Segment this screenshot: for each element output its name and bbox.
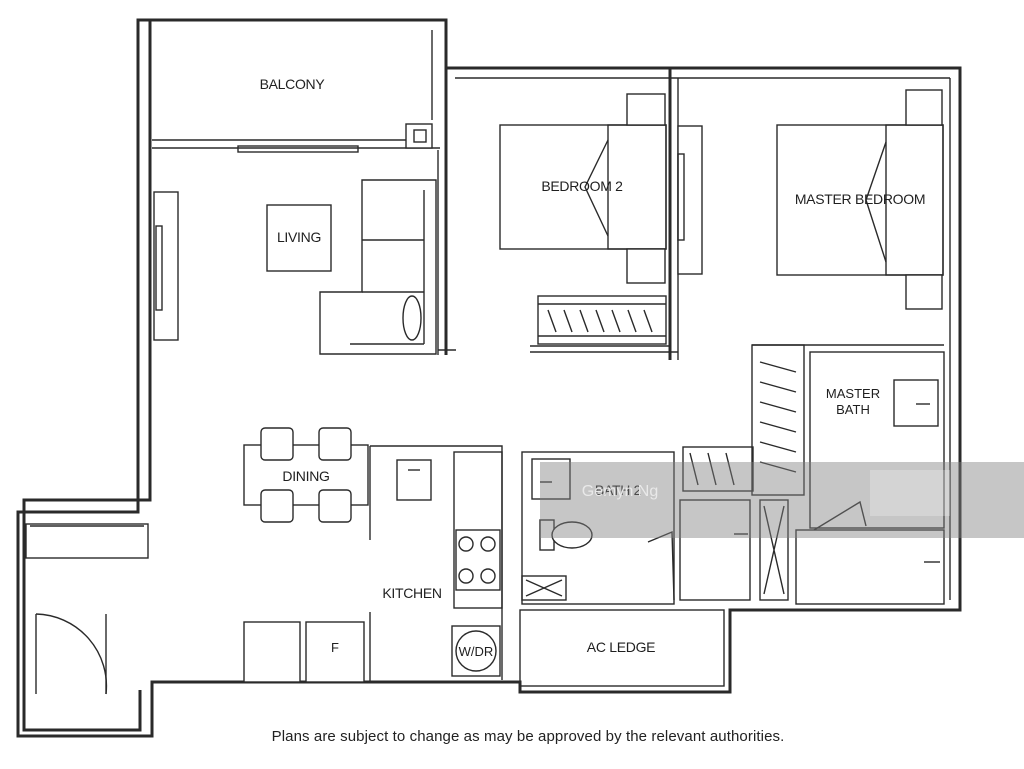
kitchen-area: F W/DR KITCHEN (243, 445, 503, 683)
ac-ledge-label: AC LEDGE (587, 639, 655, 655)
watermark-text: Gemyn Ng (582, 483, 658, 500)
bath2-label: BATH 2 (595, 482, 642, 498)
fridge-label: F (331, 640, 339, 655)
entrance (25, 523, 149, 695)
bedroom2-label: BEDROOM 2 (541, 178, 623, 194)
master-bath: MASTER BATH (751, 344, 945, 605)
toilet (539, 519, 593, 551)
exterior-walls (16, 18, 962, 738)
tv-console (153, 191, 179, 341)
kitchen-sink (396, 459, 432, 501)
master-bedroom-label: MASTER BEDROOM (795, 191, 925, 207)
washer-dryer-label: W/DR (459, 644, 494, 659)
bedroom2-wardrobe (537, 295, 667, 345)
coffee-table (266, 204, 332, 272)
shoe-cabinet (25, 523, 149, 559)
disclaimer-text: Plans are subject to change as may be ap… (271, 728, 785, 745)
dining-label: DINING (282, 468, 329, 484)
dining-area: DINING (243, 427, 369, 523)
living-label: LIVING (277, 229, 321, 245)
master-bath-line2: BATH (836, 402, 870, 417)
hob (455, 529, 501, 591)
master-bath-line1: MASTER (826, 386, 880, 401)
kitchen-label: KITCHEN (382, 585, 441, 601)
watermark: Gemyn Ng (540, 462, 1024, 538)
bedroom2-bed (499, 124, 667, 250)
balcony-label: BALCONY (260, 76, 326, 92)
balcony-area: BALCONY (152, 76, 440, 153)
ac-ledge: AC LEDGE (519, 609, 725, 687)
bath-2: BATH 2 (521, 446, 789, 605)
living-area: LIVING (153, 68, 456, 355)
bedroom-2: BEDROOM 2 (499, 68, 703, 360)
door-swing (35, 613, 108, 695)
master-bedroom: MASTER BEDROOM (752, 89, 944, 346)
washer-dryer (451, 625, 501, 677)
fridge (305, 621, 365, 683)
sofa (319, 179, 437, 355)
